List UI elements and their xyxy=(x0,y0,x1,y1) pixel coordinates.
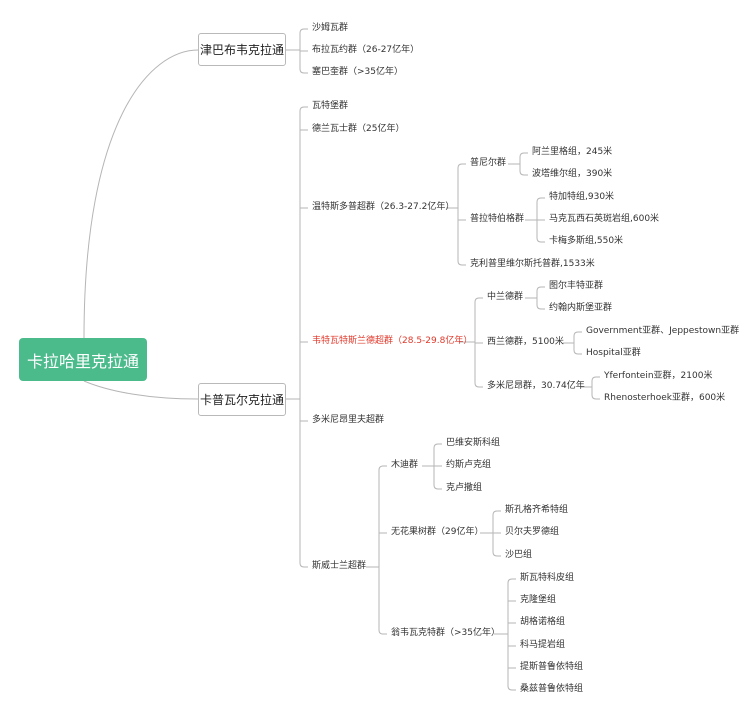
node-witwatersrand[interactable]: 韦特瓦特斯兰德超群（28.5-29.8亿年） xyxy=(312,336,473,346)
branch-zimbabwe-craton[interactable]: 津巴布韦克拉通 xyxy=(198,33,286,66)
node-johannesburg[interactable]: 约翰内斯堡亚群 xyxy=(549,303,613,313)
onverwacht-branch xyxy=(507,685,516,691)
west-rand-branch xyxy=(573,349,582,355)
west-rand-branch xyxy=(573,331,582,337)
swaziland-branch xyxy=(378,465,387,471)
node-transvaal[interactable]: 德兰瓦士群（25亿年） xyxy=(312,124,405,134)
swaziland-branch xyxy=(378,629,387,635)
node-belvue-road[interactable]: 贝尔夫罗德组 xyxy=(505,527,560,537)
node-pniel[interactable]: 普尼尔群 xyxy=(470,158,507,168)
witwatersrand-branch xyxy=(474,382,483,388)
zimbabwe-branch xyxy=(299,68,308,74)
kaapvaal-branch xyxy=(299,562,308,568)
central-rand-branch xyxy=(536,286,545,292)
node-clutha[interactable]: 克卢撒组 xyxy=(446,483,483,493)
moodies-branch xyxy=(433,484,442,490)
node-baviaanskop[interactable]: 巴维安斯科组 xyxy=(446,438,501,448)
ventersdorp-branch xyxy=(457,163,466,169)
central-rand-branch xyxy=(536,304,545,310)
witwatersrand-branch xyxy=(474,297,483,303)
node-west-rand[interactable]: 西兰德群，5100米 xyxy=(487,337,564,347)
ventersdorp-branch xyxy=(457,260,466,266)
dominion-branch xyxy=(591,376,600,382)
fig-tree-branch xyxy=(492,551,501,557)
fig-tree-branch xyxy=(492,510,501,516)
branch-kaapvaal-craton[interactable]: 卡普瓦尔克拉通 xyxy=(198,383,286,416)
node-fig-tree[interactable]: 无花果树群（29亿年） xyxy=(391,527,484,537)
node-klipriviersberg[interactable]: 克利普里维尔斯托普群,1533米 xyxy=(470,259,595,269)
node-platberg[interactable]: 普拉特伯格群 xyxy=(470,214,525,224)
node-hospital[interactable]: Hospital亚群 xyxy=(586,348,641,358)
node-onverwacht[interactable]: 翁韦瓦克特群（>35亿年） xyxy=(391,628,500,638)
node-bulawayo[interactable]: 布拉瓦约群（26-27亿年） xyxy=(312,45,420,55)
pniel-branch xyxy=(519,152,528,158)
root-node[interactable]: 卡拉哈里克拉通 xyxy=(19,338,147,381)
node-kameeldoorns[interactable]: 卡梅多斯组,550米 xyxy=(549,236,624,246)
node-swaziland[interactable]: 斯威士兰超群 xyxy=(312,561,367,571)
node-kromberg[interactable]: 克隆堡组 xyxy=(520,595,557,605)
node-makwassie[interactable]: 马克瓦西石英斑岩组,600米 xyxy=(549,214,660,224)
kaapvaal-branch xyxy=(299,106,308,112)
node-komati[interactable]: 科马提岩组 xyxy=(520,640,566,650)
node-swartkoppie[interactable]: 斯瓦特科皮组 xyxy=(520,573,575,583)
node-theespruit[interactable]: 提斯普鲁依特组 xyxy=(520,662,584,672)
node-bothaville[interactable]: 波塔维尔组，390米 xyxy=(532,169,613,179)
zimbabwe-branch xyxy=(299,28,308,34)
platberg-branch xyxy=(536,237,545,243)
node-waterberg[interactable]: 瓦特堡群 xyxy=(312,101,349,111)
node-sandspruit[interactable]: 桑兹普鲁依特组 xyxy=(520,684,584,694)
node-shamva[interactable]: 沙姆瓦群 xyxy=(312,23,349,33)
node-moodies[interactable]: 木迪群 xyxy=(391,460,419,470)
node-rhenosterhoek[interactable]: Rhenosterhoek亚群，600米 xyxy=(604,393,726,403)
node-yferfontein[interactable]: Yferfontein亚群，2100米 xyxy=(604,371,713,381)
node-hooggenoeg[interactable]: 胡格诺格组 xyxy=(520,617,566,627)
platberg-branch xyxy=(536,197,545,203)
node-joe-sluk[interactable]: 约斯卢克组 xyxy=(446,460,492,470)
node-sheba[interactable]: 沙巴组 xyxy=(505,550,533,560)
node-ventersdorp[interactable]: 温特斯多普超群（26.3-27.2亿年） xyxy=(312,202,455,212)
node-government[interactable]: Government亚群、Jeppestown亚群 xyxy=(586,326,740,336)
node-allanridge[interactable]: 阿兰里格组，245米 xyxy=(532,147,613,157)
node-central-rand[interactable]: 中兰德群 xyxy=(487,292,524,302)
dominion-branch xyxy=(591,394,600,400)
node-turffontein[interactable]: 图尔丰特亚群 xyxy=(549,281,604,291)
pniel-branch xyxy=(519,170,528,176)
node-dominion[interactable]: 多米尼昂群，30.74亿年 xyxy=(487,381,585,391)
node-dominion-reef[interactable]: 多米尼昂里夫超群 xyxy=(312,415,385,425)
node-sebakwe[interactable]: 塞巴奎群（>35亿年） xyxy=(312,67,403,77)
node-rietgat[interactable]: 特加特组,930米 xyxy=(549,192,615,202)
root-curve-kaapvaal xyxy=(83,380,199,400)
moodies-branch xyxy=(433,443,442,449)
node-schoongezicht[interactable]: 斯孔格齐希特组 xyxy=(505,505,569,515)
onverwacht-branch xyxy=(507,578,516,584)
root-curve-zimbabwe xyxy=(83,49,199,339)
